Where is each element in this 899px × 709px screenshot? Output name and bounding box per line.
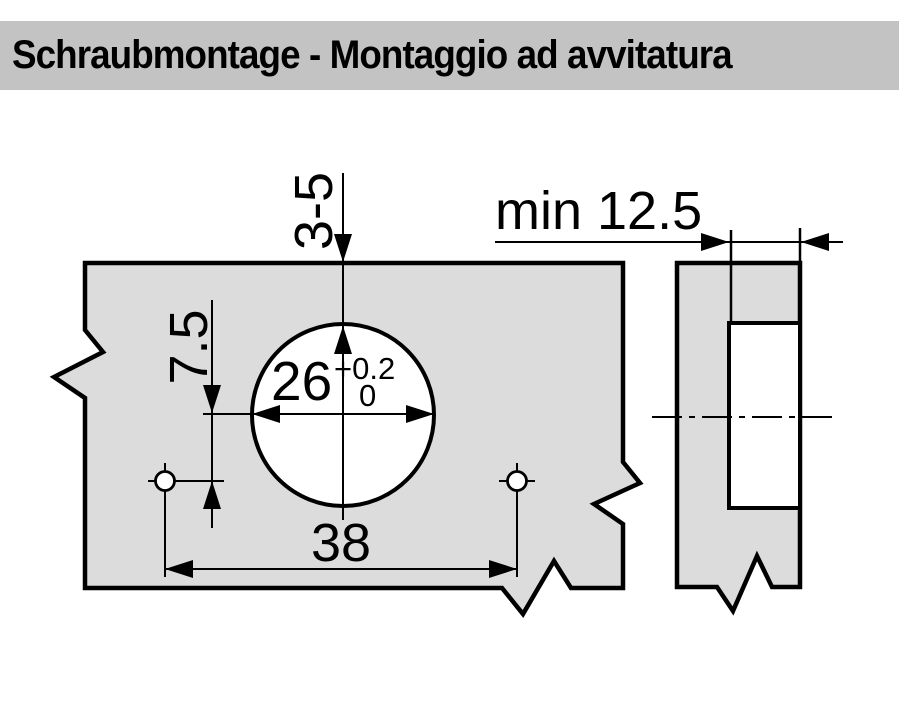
- dim-label-cup-tolerance-plus: +0.2: [334, 351, 395, 386]
- dim-label-cup-diameter: 26: [271, 350, 332, 412]
- cup-diameter-arrow-right: [406, 405, 434, 423]
- dim-label-cup-tolerance-minus: 0: [359, 378, 376, 413]
- edge-distance-arrow-up: [334, 326, 352, 354]
- page-title: Schraubmontage - Montaggio ad avvitatura: [11, 33, 733, 77]
- screw-hole-left: [154, 470, 176, 492]
- side-view-cup-hole-notch: [727, 321, 802, 510]
- screw-hole-right: [506, 470, 528, 492]
- dim-38-arrow-left: [165, 560, 193, 578]
- dim-min-12-5-arrow-left: [801, 233, 829, 251]
- dim-38-arrow-right: [489, 560, 517, 578]
- dim-label-edge-distance: 3-5: [284, 172, 344, 250]
- dim-7-5-arrow-up: [203, 481, 221, 509]
- cup-diameter-arrow-left: [252, 405, 280, 423]
- dim-label-min-12-5: min 12.5: [495, 181, 702, 241]
- edge-distance-arrow-down: [334, 234, 352, 262]
- header-bar: Schraubmontage - Montaggio ad avvitatura: [0, 21, 899, 90]
- dim-label-38: 38: [311, 513, 371, 573]
- dim-7-5-arrow-down: [203, 385, 221, 413]
- dim-label-7-5: 7.5: [159, 309, 219, 384]
- dim-min-12-5-arrow-right: [701, 233, 729, 251]
